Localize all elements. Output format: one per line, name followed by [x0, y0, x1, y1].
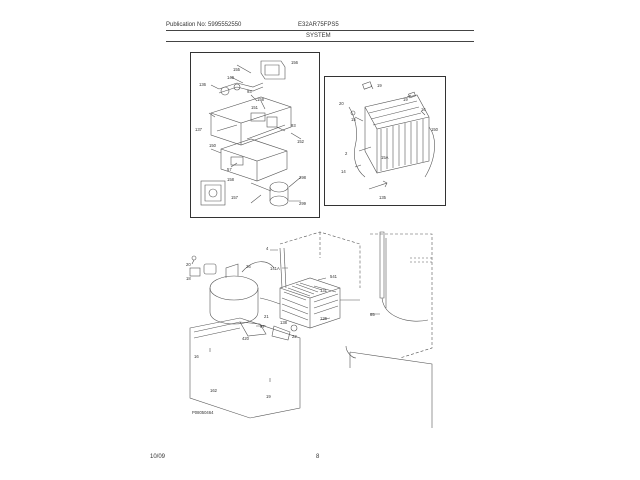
- callout-136: 136: [199, 82, 207, 87]
- callout-138: 138: [280, 320, 288, 325]
- callout-158b: 158: [227, 177, 235, 182]
- callout-18: 18: [186, 276, 191, 281]
- callout-141a: 141A: [270, 266, 280, 271]
- diagram-code: P08050464: [192, 410, 214, 415]
- callout-4: 4: [266, 246, 269, 251]
- callout-157: 157: [231, 195, 239, 200]
- callout-158a: 158: [257, 97, 265, 102]
- callout-15a: 15A: [381, 155, 389, 160]
- diagram-top-right: 19 20 19 16 15A 2 14 135 15 150: [324, 76, 446, 206]
- callout-151: 151: [251, 105, 259, 110]
- diagram-top-left-drawing: 156 155 136 149 93 158 151 137 93 152 15…: [195, 60, 307, 207]
- callout-19b: 19: [403, 97, 408, 102]
- callout-150: 150: [431, 127, 439, 132]
- callout-15: 15: [351, 117, 356, 122]
- callout-14: 14: [341, 169, 346, 174]
- callout-26: 26: [246, 264, 251, 269]
- callout-22: 22: [292, 334, 297, 339]
- callout-298: 298: [299, 175, 307, 180]
- callout-136: 136: [320, 316, 328, 321]
- callout-156: 156: [291, 60, 299, 65]
- callout-541: 541: [330, 274, 338, 279]
- callout-93b: 93: [291, 123, 296, 128]
- callout-299: 299: [299, 201, 307, 206]
- callout-85: 85: [370, 312, 375, 317]
- callout-19a: 19: [377, 83, 382, 88]
- callout-21: 21: [264, 314, 269, 319]
- callout-16: 16: [194, 354, 199, 359]
- callout-57: 57: [227, 167, 232, 172]
- section-title: SYSTEM: [306, 33, 331, 39]
- callout-149: 149: [227, 75, 235, 80]
- diagram-top-right-drawing: 19 20 19 16 15A 2 14 135 15 150: [339, 81, 439, 200]
- callout-155: 155: [233, 67, 241, 72]
- callout-16: 16: [421, 107, 426, 112]
- callout-20: 20: [339, 101, 344, 106]
- diagram-top-left: 156 155 136 149 93 158 151 137 93 152 15…: [190, 52, 320, 218]
- callout-97: 97: [260, 324, 265, 329]
- callout-19: 19: [266, 394, 271, 399]
- callout-162: 162: [210, 388, 218, 393]
- callout-135: 135: [379, 195, 387, 200]
- callout-20: 20: [186, 262, 191, 267]
- callout-420: 420: [242, 336, 250, 341]
- callout-152: 152: [297, 139, 305, 144]
- header-rule-top: [166, 30, 474, 31]
- callout-131: 131: [320, 288, 328, 293]
- header-rule-bottom: [166, 41, 474, 42]
- callout-137: 137: [195, 127, 203, 132]
- callout-93a: 93: [247, 89, 252, 94]
- callout-150: 150: [209, 143, 217, 148]
- footer-page-number: 8: [316, 454, 320, 460]
- publication-number: Publication No: 5995552550: [166, 22, 242, 28]
- model-number: E32AR75FPS5: [298, 22, 339, 28]
- diagram-bottom: 4 20 18 26 141A 541 131 136 21 97 22 138…: [186, 231, 433, 428]
- footer-date: 10/09: [150, 454, 166, 460]
- callout-2: 2: [345, 151, 348, 156]
